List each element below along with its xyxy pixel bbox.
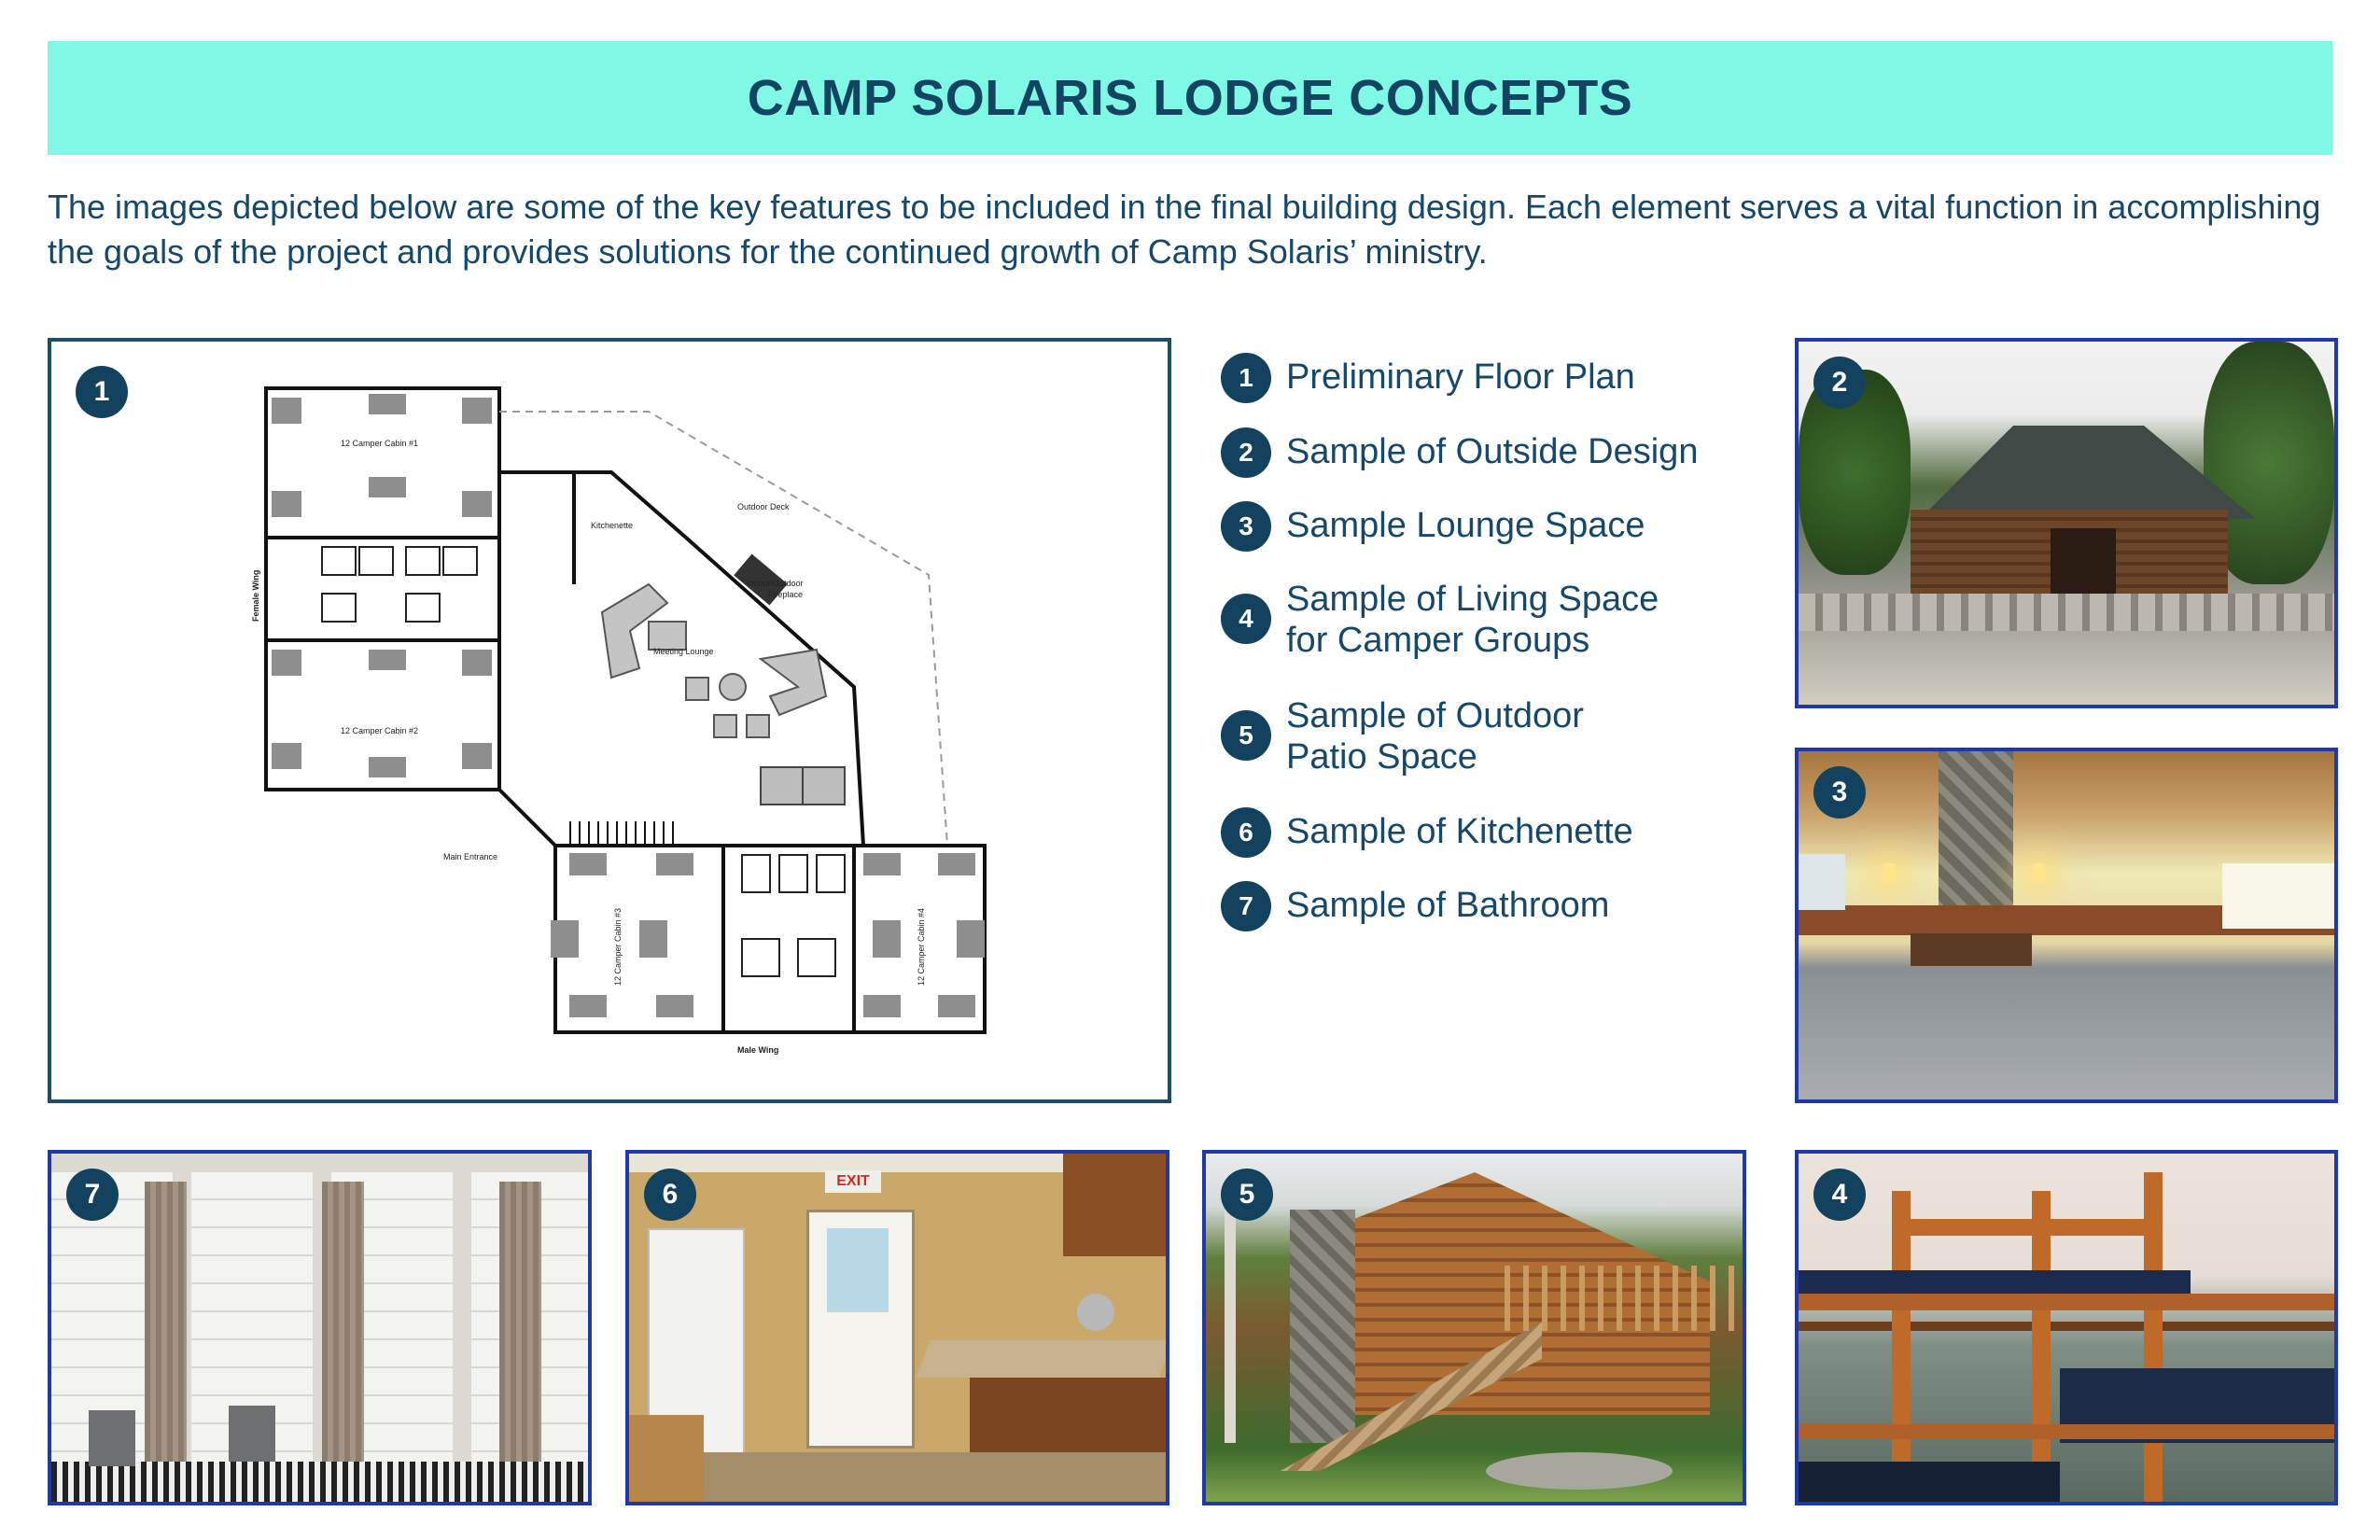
photo-lounge-space: 3 [1795, 748, 2338, 1103]
fp-label-fireplace-1: Indoor/Outdoor [747, 579, 804, 588]
photo-bathroom: 7 [48, 1150, 592, 1505]
table [629, 1415, 704, 1502]
stone-chimney [1290, 1210, 1355, 1443]
fp-label-fireplace-2: Fireplace [768, 590, 803, 599]
bathroom-badge: 7 [66, 1169, 119, 1221]
ceiling [629, 1154, 1166, 1172]
legend-item-2: 2 Sample of Outside Design [1221, 427, 1698, 478]
tree-trunk [1225, 1210, 1236, 1443]
kitchenette-badge: 6 [644, 1169, 696, 1221]
legend-number: 6 [1221, 807, 1271, 858]
legend-number: 3 [1221, 501, 1271, 552]
wall-lamp-left [1883, 863, 1896, 882]
fp-label-cabin2: 12 Camper Cabin #2 [341, 726, 418, 735]
legend-number: 4 [1221, 594, 1271, 644]
stone-border [1799, 594, 2334, 631]
floor [629, 1452, 1166, 1502]
sofa [1911, 933, 2032, 966]
fp-label-female-wing: Female Wing [251, 570, 260, 622]
photo-outdoor-patio: 5 [1202, 1150, 1746, 1505]
stool-1 [89, 1410, 135, 1466]
legend-number: 5 [1221, 710, 1271, 761]
walkway [1486, 1452, 1673, 1490]
legend-label: Sample of Bathroom [1286, 886, 1610, 925]
legend-item-1: 1 Preliminary Floor Plan [1221, 353, 1635, 403]
floor-plan-drawing: 12 Camper Cabin #1 12 Camper Cabin #2 12… [251, 386, 987, 1055]
curtain-2 [322, 1182, 364, 1490]
legend-item-5: 5 Sample of Outdoor Patio Space [1221, 692, 1594, 777]
window-right [2222, 863, 2334, 929]
legend-label: Sample of Living Space for Camper Groups [1286, 580, 1659, 660]
exit-sign: EXIT [825, 1170, 881, 1193]
photo-outside-design: 2 [1795, 338, 2338, 708]
window-left [1799, 854, 1845, 910]
fp-label-main-entrance: Main Entrance [443, 852, 497, 861]
curtain-1 [145, 1182, 187, 1490]
legend-item-3: 3 Sample Lounge Space [1221, 501, 1645, 552]
lounge-badge: 3 [1813, 766, 1866, 819]
wall-lamp-right [2032, 863, 2045, 882]
lodge-roof [1920, 426, 2256, 519]
patio-badge: 5 [1221, 1169, 1273, 1221]
upper-cabinet [1063, 1154, 1166, 1256]
legend-item-6: 6 Sample of Kitchenette [1221, 807, 1633, 858]
fp-label-cabin1: 12 Camper Cabin #1 [341, 439, 418, 448]
bunk-rail-mid [1799, 1294, 2334, 1310]
floor-mattress [1799, 1462, 2060, 1502]
floor-plan-badge: 1 [76, 366, 128, 418]
legend-number: 2 [1221, 427, 1271, 478]
fp-label-kitchenette: Kitchenette [591, 521, 633, 530]
fp-label-male-wing: Male Wing [737, 1045, 778, 1055]
legend-number: 7 [1221, 881, 1271, 931]
page-title: CAMP SOLARIS LODGE CONCEPTS [747, 70, 1633, 126]
legend-item-4: 4 Sample of Living Space for Camper Grou… [1221, 575, 1669, 661]
intro-paragraph: The images depicted below are some of th… [48, 188, 2321, 271]
photo-living-space: 4 [1795, 1150, 2338, 1505]
fp-label-lounge: Meeting Lounge [653, 647, 714, 656]
outside-design-badge: 2 [1813, 357, 1866, 409]
tile-floor [51, 1462, 588, 1502]
fp-label-outdoor-deck: Outdoor Deck [737, 502, 790, 511]
photo-kitchenette: EXIT 6 [625, 1150, 1169, 1505]
curtain-3 [499, 1182, 541, 1490]
top-mattress [1799, 1270, 2191, 1295]
wood-trim [1799, 1322, 2334, 1331]
deck-railing [1505, 1266, 1743, 1331]
bunk-rail-top [1892, 1219, 2163, 1236]
fp-label-cabin4: 12 Camper Cabin #4 [917, 908, 926, 986]
legend-item-7: 7 Sample of Bathroom [1221, 881, 1609, 931]
countertop [916, 1340, 1166, 1378]
legend-label: Sample of Kitchenette [1286, 812, 1633, 851]
living-space-badge: 4 [1813, 1169, 1866, 1221]
stool-2 [229, 1406, 275, 1462]
fp-label-cabin3: 12 Camper Cabin #3 [613, 908, 623, 986]
legend-label: Sample Lounge Space [1286, 506, 1645, 545]
bunk-post-2 [2032, 1191, 2051, 1502]
bunk-rail-low [1799, 1424, 2334, 1439]
floor-plan-panel: 1 [48, 338, 1171, 1103]
bunk-post-1 [1892, 1191, 1911, 1471]
legend-label: Sample of Outdoor Patio Space [1286, 696, 1584, 777]
legend-number: 1 [1221, 353, 1271, 403]
door-window [827, 1228, 889, 1312]
legend-label: Sample of Outside Design [1286, 432, 1699, 471]
title-banner: CAMP SOLARIS LODGE CONCEPTS [48, 41, 2332, 155]
legend-label: Preliminary Floor Plan [1286, 357, 1635, 397]
kettle [1077, 1294, 1114, 1331]
